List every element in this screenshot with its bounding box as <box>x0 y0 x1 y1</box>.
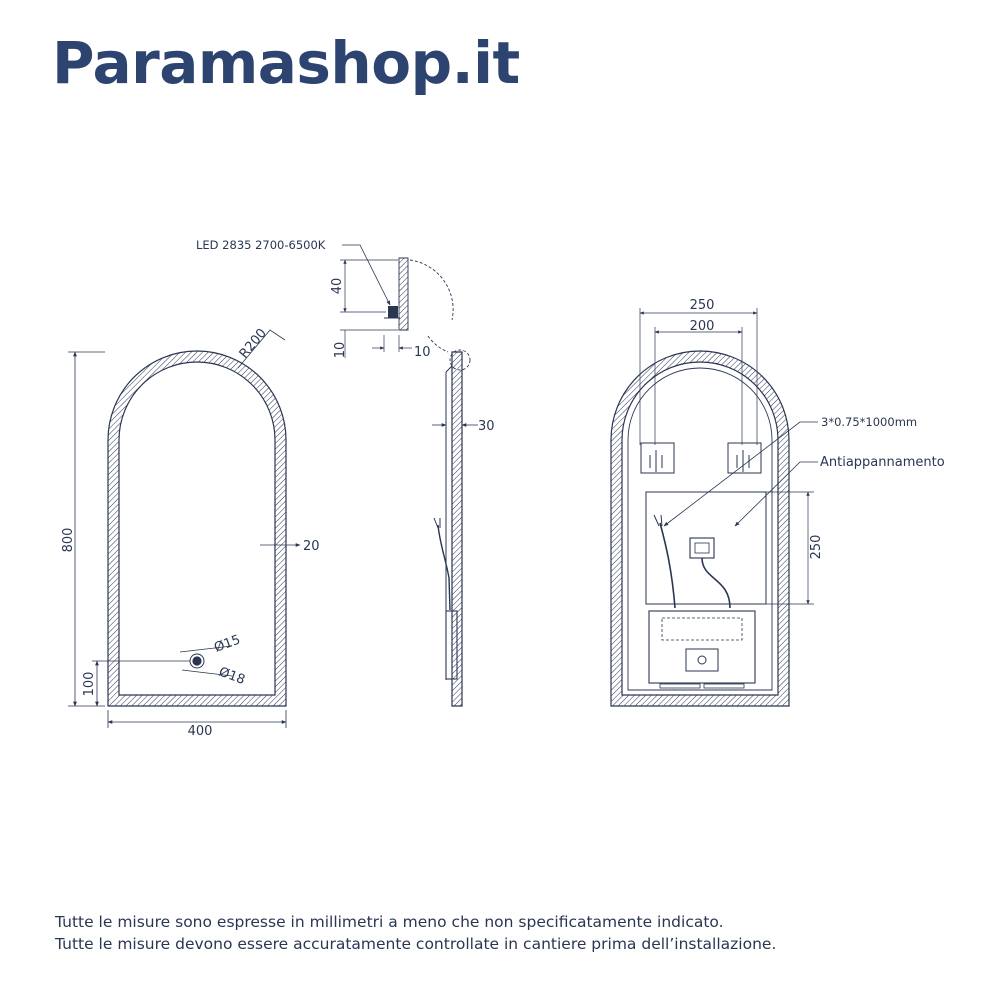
footer-note-2: Tutte le misure devono essere accuratame… <box>55 935 777 953</box>
side-cable <box>437 524 451 611</box>
led-label: LED 2835 2700-6500K <box>196 238 326 252</box>
width-label: 400 <box>188 724 213 739</box>
detail-height-label: 40 <box>330 278 345 295</box>
antifog-pad <box>645 491 767 605</box>
detail-view <box>409 259 454 321</box>
detail-width-label: 10 <box>414 345 431 360</box>
outer-spacing-label: 250 <box>690 298 715 313</box>
side-profile <box>451 351 463 707</box>
antifog-height-label: 250 <box>809 535 824 560</box>
left-bracket <box>640 442 675 474</box>
detail-bottom-label: 10 <box>333 342 348 359</box>
frame-label: 20 <box>303 539 320 554</box>
rear-frame <box>610 350 790 707</box>
switch-box <box>689 537 715 559</box>
footer-note-1: Tutte le misure sono espresse in millime… <box>55 913 724 931</box>
rear-cable <box>659 522 676 609</box>
hole-inner-label: Ø15 <box>212 633 242 656</box>
cable-label: 3*0.75*1000mm <box>821 415 917 429</box>
driver-box <box>648 610 756 684</box>
right-bracket <box>727 442 762 474</box>
side-view <box>340 244 478 707</box>
hole-outer-label: Ø18 <box>217 665 247 688</box>
footer-notes: Tutte le misure sono espresse in millime… <box>55 911 776 955</box>
depth-label: 30 <box>478 419 495 434</box>
height-label: 800 <box>61 528 76 553</box>
radius-leader <box>237 329 286 369</box>
inner-spacing-label: 200 <box>690 319 715 334</box>
front-view <box>68 329 301 728</box>
antifog-label: Antiappannamento <box>820 455 945 470</box>
brand-title: Paramashop.it <box>52 29 520 97</box>
rear-view <box>610 308 818 707</box>
front-frame <box>107 350 287 707</box>
detail-circle <box>449 349 471 371</box>
button-offset-label: 100 <box>82 672 97 697</box>
side-driver-box <box>445 610 458 680</box>
touch-button <box>192 656 202 666</box>
radius-label: R200 <box>237 326 270 362</box>
